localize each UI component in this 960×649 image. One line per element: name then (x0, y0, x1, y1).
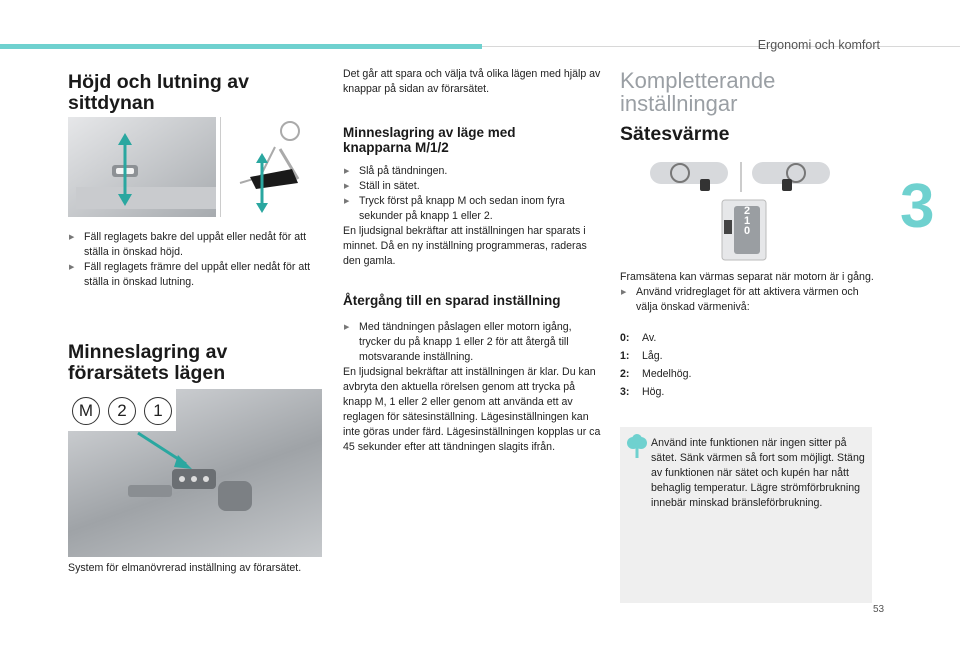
list-item: Fäll reglagets främre del uppåt eller ne… (68, 260, 326, 290)
list-item: Tryck först på knapp M och sedan inom fy… (343, 194, 601, 224)
dial-level-1: 1 (743, 215, 751, 227)
level-value: Låg. (642, 350, 663, 362)
top-accent-bar (0, 44, 482, 49)
seat-tilt-diagram (220, 117, 300, 217)
memory-intro: Det går att spara och välja två olika lä… (343, 68, 601, 95)
list-item: Med tändningen påslagen eller motorn igå… (343, 320, 601, 365)
level-row: 3: Hög. (620, 385, 878, 400)
section-header: Ergonomi och komfort (757, 38, 880, 52)
heating-text: Framsätena kan värmas separat när motorn… (620, 270, 878, 403)
title-memory-buttons: Minneslagring av läge med knapparna M/1/… (343, 125, 516, 155)
seat-controls-photo: M 2 1 (68, 389, 322, 557)
list-seat-height: Fäll reglagets bakre del uppåt eller ned… (68, 230, 326, 290)
level-value: Hög. (642, 386, 665, 398)
level-row: 1: Låg. (620, 349, 878, 364)
title-additional-settings: Kompletterande inställningar (620, 68, 776, 116)
level-value: Medelhög. (642, 368, 692, 380)
chapter-number: 3 (900, 172, 935, 241)
recall-details: En ljudsignal bekräftar att inställninge… (343, 366, 601, 453)
dial-level-0: 0 (743, 225, 751, 237)
seat-heating-illustration (650, 162, 830, 261)
caption-text: System för elmanövrerad inställning av f… (68, 562, 302, 574)
seat-side-illustration (68, 117, 216, 217)
list-recall-steps: Med tändningen påslagen eller motorn igå… (343, 320, 601, 365)
level-value: Av. (642, 332, 657, 344)
heating-dial: 2 1 0 (737, 205, 757, 237)
level-key: 1: (620, 350, 630, 362)
title-memory-positions: Minneslagring av förarsätets lägen (68, 341, 228, 384)
level-row: 2: Medelhög. (620, 367, 878, 382)
pointer-arrow-icon (128, 431, 252, 511)
level-row: 0: Av. (620, 331, 878, 346)
eco-tree-icon (627, 434, 647, 458)
level-key: 0: (620, 332, 630, 344)
dial-level-2: 2 (743, 205, 751, 217)
list-item: Fäll reglagets bakre del uppåt eller ned… (68, 230, 326, 260)
title-seat-height: Höjd och lutning av sittdynan (68, 71, 249, 114)
list-memory-steps: Slå på tändningen. Ställ in sätet. Tryck… (343, 164, 601, 224)
heating-intro: Framsätena kan värmas separat när motorn… (620, 271, 874, 283)
photo-caption: System för elmanövrerad inställning av f… (68, 561, 308, 576)
memory-buttons-callout: M 2 1 (68, 389, 176, 431)
memory-button-1: 1 (144, 397, 172, 425)
eco-note-text: Använd inte funktionen när ingen sitter … (651, 437, 865, 509)
memory-confirmation: En ljudsignal bekräftar att inställninge… (343, 225, 587, 267)
heating-levels: 0: Av. 1: Låg. 2: Medelhög. 3: Hög. (620, 331, 878, 400)
list-item: Ställ in sätet. (343, 179, 601, 194)
page-number: 53 (873, 604, 885, 615)
list-item: Använd vridreglaget för att aktivera vär… (620, 285, 878, 315)
top-rule (482, 46, 960, 47)
title-seat-heating: Sätesvärme (620, 123, 730, 145)
column-memory: Det går att spara och välja två olika lä… (343, 67, 601, 455)
eco-note-box (620, 427, 872, 603)
list-item: Slå på tändningen. (343, 164, 601, 179)
level-key: 3: (620, 386, 630, 398)
memory-button-2: 2 (108, 397, 136, 425)
level-key: 2: (620, 368, 630, 380)
memory-button-m: M (72, 397, 100, 425)
title-recall: Återgång till en sparad inställning (343, 293, 561, 308)
